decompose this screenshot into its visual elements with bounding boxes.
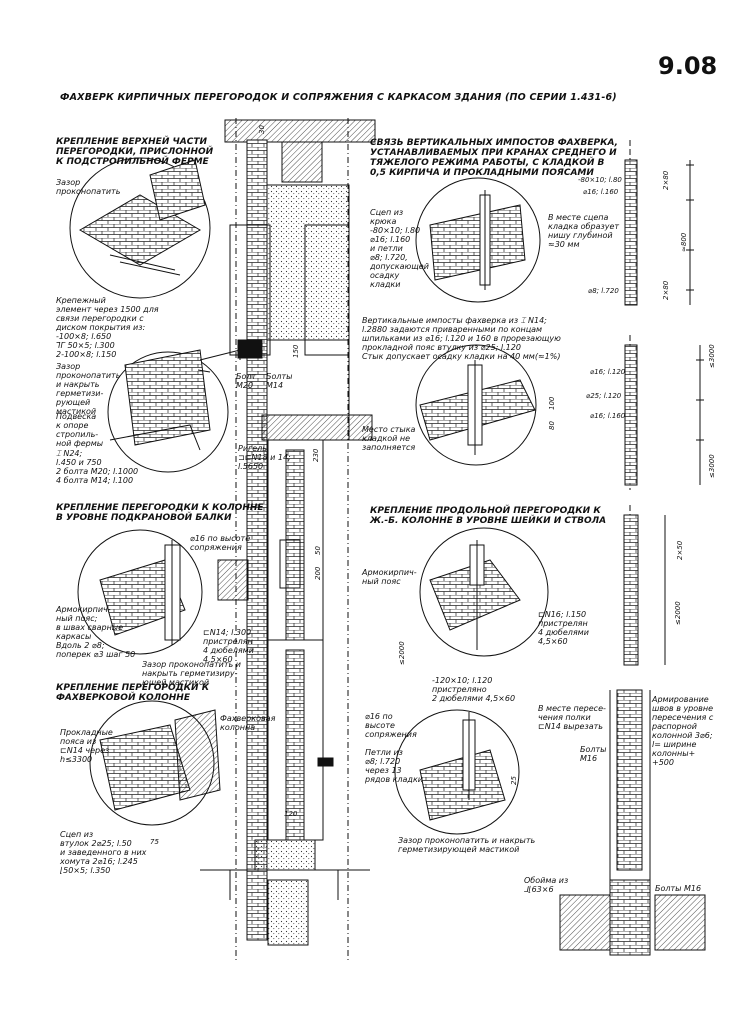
section-right-2 — [624, 335, 704, 490]
section-right-4 — [559, 689, 706, 956]
dim-phi8-720: ⌀8; l.720 — [588, 287, 619, 295]
dim-50: 50 — [314, 546, 322, 555]
note-niche: В месте сцепа кладка образует нишу глуби… — [548, 213, 620, 249]
note-fastener: Крепежный элемент через 1500 для связи п… — [56, 296, 159, 359]
dim-30: 30 — [258, 125, 266, 134]
dim-phi16-120: ⌀16; l.120 — [590, 368, 626, 376]
section-heading-imposts: СВЯЗЬ ВЕРТИКАЛЬНЫХ ИМПОСТОВ ФАХВЕРКА, УС… — [370, 138, 618, 178]
section-heading-top: КРЕПЛЕНИЕ ВЕРХНЕЙ ЧАСТИ ПЕРЕГОРОДКИ, ПРИ… — [56, 137, 214, 167]
dim-80: 80 — [548, 421, 556, 430]
note-n24: ⌶ N24; l.450 и 750 2 болта М20; l.1000 4… — [56, 449, 139, 485]
note-reinforced-belt-2: Армокирпич- ный пояс; в швах сварные кар… — [56, 605, 136, 659]
detail-circle-joint — [415, 344, 537, 466]
dim-phi16-160: ⌀16; l.160 — [583, 188, 619, 196]
dim-120: 120 — [284, 810, 298, 818]
note-phi16b: ⌀16 по высоте сопряжения — [365, 712, 417, 739]
dim-2000-right: ≤2000 — [674, 601, 682, 625]
note-bolts-m16b: Болты М16 — [655, 884, 702, 893]
central-elevation — [200, 118, 376, 960]
note-fachwerk-column: Фахверковая колонна — [220, 714, 276, 732]
note-joint: Место стыка кладкой не заполняется — [362, 425, 416, 452]
note-reinforced-belt-1: Армокирпич- ный пояс — [362, 568, 417, 586]
dim-2x80-bottom: 2×80 — [662, 280, 670, 300]
detail-circle-bottom — [394, 709, 520, 835]
note-coupling-2: Сцеп из втулок 2⌀25; l.50 и заведенного … — [60, 830, 147, 875]
note-gap-1: Зазор проконопатить — [56, 178, 121, 196]
note-reinforcement: Армирование швов в уровне пересечения с … — [652, 695, 714, 767]
note-clamp: Обойма из ⅃⌊63×6 — [524, 876, 569, 894]
note-gap-4: Зазор проконопатить и накрыть герметизир… — [398, 836, 536, 854]
note-bolts-m16: Болты М16 — [580, 745, 607, 763]
note-girder: Ригель ⊐⊏N18 и 14; l.5650 — [238, 444, 291, 471]
detail-circle-longitudinal — [419, 527, 549, 657]
dim-75: 75 — [150, 838, 159, 846]
section-heading-longitudinal: КРЕПЛЕНИЕ ПРОДОЛЬНОЙ ПЕРЕГОРОДКИ К Ж.-Б.… — [370, 506, 607, 526]
note-belts: Прокладные пояса из ⊏N14 через h≤3300 — [60, 728, 113, 764]
dim-3000-top: ≤3000 — [708, 344, 716, 368]
section-right-3 — [623, 505, 666, 666]
note-gap-2: Зазор проконопатить и накрыть герметизи-… — [56, 362, 121, 416]
note-loops: Петли из ⌀8; l.720 через 13 рядов кладки — [365, 748, 423, 784]
dim-200: 200 — [314, 566, 322, 580]
detail-circle-top2 — [107, 349, 241, 473]
note-bolt-m20: Болт М20 — [236, 372, 257, 390]
dim-100: 100 — [548, 396, 556, 410]
detail-circle-fachwerk — [89, 700, 334, 826]
section-right-1 — [624, 140, 694, 306]
dim-phi25-120: ⌀25; l.120 — [586, 392, 622, 400]
note-c16: ⊏N16; l.150 пристрелян 4 дюбелями 4,5×60 — [538, 610, 589, 646]
note-bolts-m14: Болты М14 — [266, 372, 293, 390]
sheet-number: 9.08 — [658, 52, 718, 80]
note-gap-3: Зазор проконопатить и накрыть герметизир… — [142, 660, 241, 687]
dim-2x50: 2×50 — [676, 540, 684, 560]
dim-3000-bottom: ≤3000 — [708, 454, 716, 478]
section-heading-crane: КРЕПЛЕНИЕ ПЕРЕГОРОДКИ К КОЛОННЕ В УРОВНЕ… — [56, 503, 264, 523]
dim-230: 230 — [312, 448, 320, 462]
dim-800: ≈800 — [680, 232, 688, 252]
note-hanger: Подвеска к опоре стропиль- ной фермы — [56, 412, 104, 448]
dim-150: 150 — [292, 344, 300, 358]
detail-circle-imposts — [415, 177, 541, 303]
note-plate: -120×10; l.120 пристреляно 2 дюбелями 4,… — [432, 676, 516, 703]
dim-plate-80: -80×10; l.80 — [578, 176, 622, 184]
note-coupling: Сцеп из крюка -80×10; l.80 ⌀16; l.160 и … — [370, 208, 429, 289]
dim-2000-left: ≤2000 — [398, 641, 406, 665]
dim-phi16-160b: ⌀16; l.160 — [590, 412, 626, 420]
detail-circle-crane — [77, 529, 301, 655]
note-phi16: ⌀16 по высоте сопряжения — [190, 534, 251, 552]
section-heading-fachwerk: КРЕПЛЕНИЕ ПЕРЕГОРОДКИ К ФАХВЕРКОВОЙ КОЛО… — [56, 683, 210, 703]
page-title: ФАХВЕРК КИРПИЧНЫХ ПЕРЕГОРОДОК И СОПРЯЖЕН… — [60, 92, 617, 103]
note-vertical-imposts: Вертикальные импосты фахверка из ⌶ N14; … — [362, 316, 561, 361]
note-c14: ⊏N14; l.300 пристрелян 4 дюбелями 4,5×60 — [203, 628, 254, 664]
dim-25: 25 — [510, 776, 518, 785]
note-cutout: В месте пересе- чения полки ⊏N14 вырезат… — [538, 704, 606, 731]
detail-circle-top — [69, 157, 211, 299]
dim-2x80-top: 2×80 — [662, 170, 670, 190]
